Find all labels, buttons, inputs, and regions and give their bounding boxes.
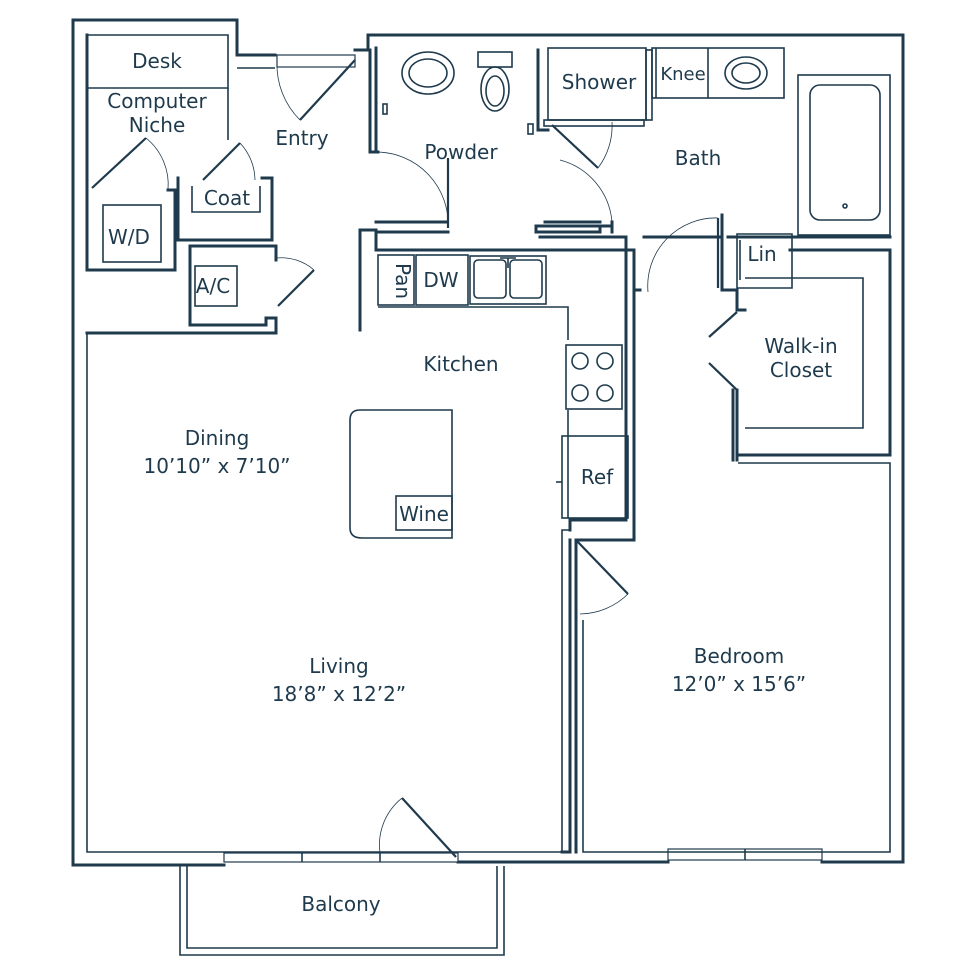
label-coat: Coat xyxy=(204,186,250,210)
label-lin: Lin xyxy=(747,242,776,266)
dishwasher xyxy=(415,254,469,306)
label-pan: Pan xyxy=(391,263,415,299)
bathtub xyxy=(797,74,891,236)
ac-unit xyxy=(194,265,238,307)
washer-dryer xyxy=(102,204,162,263)
balcony xyxy=(179,866,505,956)
powder-room xyxy=(368,46,602,234)
label-desk: Desk xyxy=(132,49,182,73)
label-balcony: Balcony xyxy=(301,892,380,916)
label-closet: Closet xyxy=(770,358,832,382)
label-niche: Niche xyxy=(129,113,186,137)
label-dining-dim: 10’10” x 7’10” xyxy=(143,454,290,478)
label-wine: Wine xyxy=(399,502,449,526)
kitchen-island xyxy=(349,409,453,539)
bath-sink xyxy=(724,56,768,90)
exterior-walls xyxy=(71,18,905,867)
label-living: Living xyxy=(309,654,368,678)
ac-closet xyxy=(188,244,315,332)
powder-sink xyxy=(401,51,455,95)
label-walkin: Walk-in xyxy=(764,334,837,358)
computer-niche xyxy=(85,33,229,272)
kitchen xyxy=(349,228,642,622)
bath-room xyxy=(534,47,892,293)
label-wd: W/D xyxy=(108,225,150,249)
balcony-door xyxy=(379,797,457,858)
label-kitchen: Kitchen xyxy=(423,352,498,376)
room-labels: Desk Computer Niche W/D Coat A/C Entry P… xyxy=(107,49,837,916)
label-ref: Ref xyxy=(581,465,614,489)
range xyxy=(565,344,623,410)
wine-cooler xyxy=(395,495,453,531)
kitchen-sink xyxy=(469,255,547,305)
label-dining: Dining xyxy=(185,426,250,450)
label-dw: DW xyxy=(423,268,458,292)
label-ac: A/C xyxy=(196,274,230,298)
living-window xyxy=(223,852,459,863)
windows xyxy=(223,848,823,863)
entry-door xyxy=(276,54,356,121)
label-entry: Entry xyxy=(275,126,328,150)
living-walls xyxy=(86,333,572,854)
label-powder: Powder xyxy=(424,140,498,164)
coat-closet xyxy=(176,142,274,242)
walk-in-closet xyxy=(708,277,864,462)
powder-toilet-tank xyxy=(477,51,513,68)
label-knee: Knee xyxy=(660,64,705,85)
label-computer: Computer xyxy=(107,89,207,113)
powder-toilet xyxy=(480,66,510,112)
pantry xyxy=(377,254,415,306)
label-bedroom: Bedroom xyxy=(694,644,784,668)
linen-closet xyxy=(720,213,892,457)
refrigerator xyxy=(561,435,629,519)
label-bath: Bath xyxy=(675,146,722,170)
label-shower: Shower xyxy=(562,70,637,94)
bedroom-walls xyxy=(574,388,891,854)
label-living-dim: 18’8” x 12’2” xyxy=(272,682,406,706)
label-bedroom-dim: 12’0” x 15’6” xyxy=(672,672,806,696)
